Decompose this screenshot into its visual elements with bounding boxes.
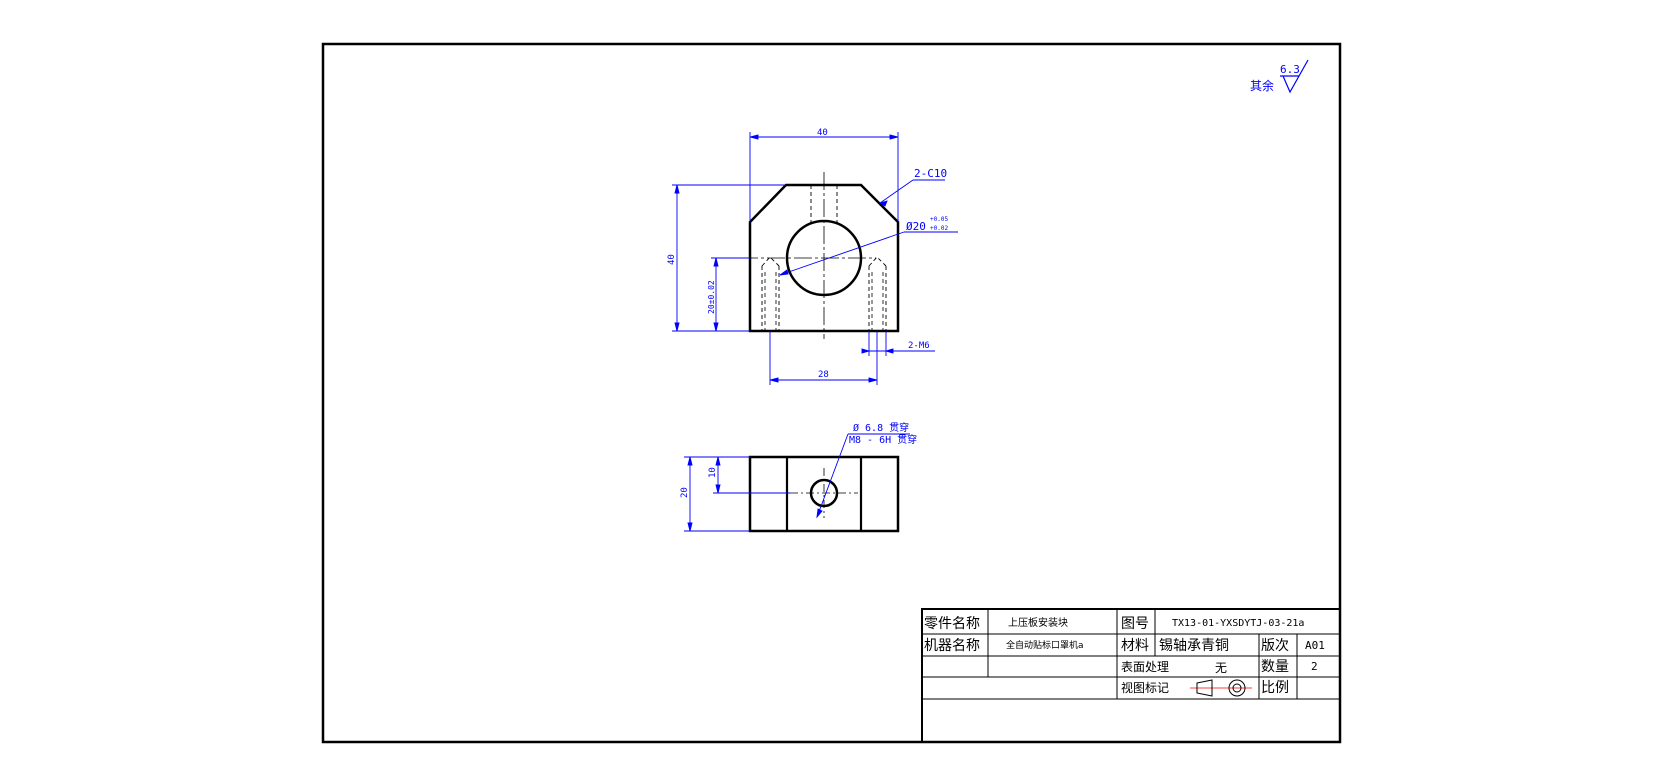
chamfer-text: 2-C10 bbox=[914, 167, 947, 180]
surface-treatment-value: 无 bbox=[1215, 661, 1227, 675]
bore-text: Ø20 bbox=[906, 220, 926, 233]
drawing-frame bbox=[321, 42, 1342, 744]
scale-label: 比例 bbox=[1261, 680, 1289, 696]
dimension-hole-spacing-text: 28 bbox=[818, 370, 829, 380]
machine-name-label: 机器名称 bbox=[924, 638, 980, 654]
part-name-value: 上压板安装块 bbox=[1008, 616, 1068, 629]
quantity-label: 数量 bbox=[1261, 659, 1289, 675]
surface-roughness-note: 其余 6.3 bbox=[1250, 59, 1309, 94]
hole-note-leader bbox=[816, 433, 910, 519]
roughness-value: 6.3 bbox=[1280, 63, 1300, 76]
revision-label: 版次 bbox=[1261, 638, 1289, 654]
dimension-center-height-text: 20±0.02 bbox=[707, 280, 716, 314]
dimension-height bbox=[672, 184, 786, 332]
material-value: 锡轴承青铜 bbox=[1159, 638, 1229, 654]
side-view: 20 10 Ø 6.8 贯穿 M8 - 6H 贯穿 bbox=[680, 421, 917, 533]
dimension-width bbox=[749, 132, 899, 222]
view-mark-label: 视图标记 bbox=[1121, 680, 1169, 695]
drawing-no-value: TX13-01-YXSDYTJ-03-21a bbox=[1172, 618, 1304, 629]
bore-tolerance-upper: +0.05 bbox=[930, 216, 948, 223]
dimension-threads bbox=[861, 331, 935, 356]
roughness-prefix: 其余 bbox=[1250, 78, 1274, 93]
surface-treatment-label: 表面处理 bbox=[1121, 660, 1169, 674]
material-label: 材料 bbox=[1121, 638, 1149, 654]
dimension-side-height-text: 20 bbox=[680, 487, 690, 498]
machine-name-value: 全自动贴标口罩机a bbox=[1006, 639, 1084, 651]
dimension-width-text: 40 bbox=[817, 128, 828, 138]
dimension-side-center-text: 10 bbox=[708, 467, 718, 478]
front-view: 40 40 20±0.02 28 bbox=[667, 128, 958, 385]
hole-note-2: M8 - 6H 贯穿 bbox=[849, 433, 917, 446]
dimension-center-height bbox=[711, 257, 750, 332]
dimension-side-height bbox=[684, 456, 750, 532]
title-block bbox=[921, 608, 1341, 743]
bore-leader bbox=[779, 231, 958, 276]
bore-tolerance-lower: +0.02 bbox=[930, 225, 948, 232]
dimension-height-text: 40 bbox=[667, 254, 677, 265]
chamfer-leader bbox=[878, 179, 945, 207]
side-view-outline bbox=[748, 455, 900, 533]
hole-note-1: Ø 6.8 贯穿 bbox=[853, 421, 909, 434]
drawing-no-label: 图号 bbox=[1121, 616, 1149, 632]
projection-symbol-icon bbox=[1190, 679, 1252, 697]
dimension-hole-spacing bbox=[769, 331, 878, 385]
dimension-side-center bbox=[713, 456, 790, 494]
quantity-value: 2 bbox=[1311, 660, 1318, 673]
revision-value: A01 bbox=[1305, 639, 1325, 652]
roughness-symbol-icon bbox=[1280, 59, 1309, 94]
part-name-label: 零件名称 bbox=[924, 616, 980, 632]
threaded-holes-text: 2-M6 bbox=[908, 341, 930, 351]
